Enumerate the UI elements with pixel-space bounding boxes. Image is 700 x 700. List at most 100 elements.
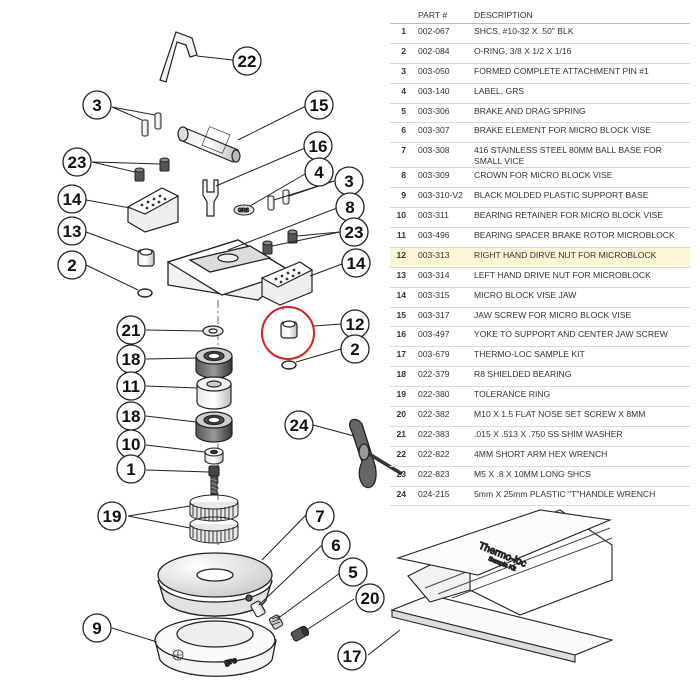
part-1-shcs-screw <box>208 465 220 495</box>
part-14-jaw-left <box>126 187 180 233</box>
base-logo-icon <box>172 649 184 661</box>
svg-text:22: 22 <box>238 52 257 71</box>
item-number: 9 <box>390 187 416 209</box>
callout-7: 7 <box>305 501 335 531</box>
part-number: 003-306 <box>416 103 472 124</box>
part-description: BEARING RETAINER FOR MICRO BLOCK VISE <box>472 207 690 229</box>
part-description: JAW SCREW FOR MICRO BLOCK VISE <box>472 307 690 328</box>
svg-text:18: 18 <box>122 407 141 426</box>
callout-18-bottom: 18 <box>116 401 146 431</box>
callout-13: 13 <box>57 216 87 246</box>
part-4-label: GRS <box>233 204 255 216</box>
part-description: O-RING, 3/8 X 1/2 X 1/16 <box>472 43 690 64</box>
callout-22: 22 <box>232 46 262 76</box>
callout-14-left: 14 <box>57 184 87 214</box>
callout-3-top: 3 <box>82 90 112 120</box>
svg-text:14: 14 <box>347 254 366 273</box>
item-number: 13 <box>390 267 416 288</box>
svg-text:10: 10 <box>122 435 141 454</box>
part-3-pins-right <box>267 189 290 211</box>
part-15-jaw-screw <box>177 126 241 163</box>
svg-text:23: 23 <box>345 223 364 242</box>
callout-4: 4 <box>304 157 334 187</box>
part-17-thermoloc-kit: Thermo-loc Sample Kit <box>390 509 614 663</box>
part-23-screws-left <box>134 157 170 182</box>
item-number: 4 <box>390 83 416 104</box>
item-number: 22 <box>390 446 416 467</box>
part-number: 022-382 <box>416 406 472 427</box>
header-description: DESCRIPTION <box>472 8 690 24</box>
part-description: CROWN FOR MICRO BLOCK VISE <box>472 167 690 189</box>
part-16-yoke <box>202 179 219 217</box>
part-description: TOLERANCE RING <box>472 386 690 408</box>
highlight-circle <box>261 306 315 360</box>
svg-text:23: 23 <box>68 153 87 172</box>
svg-text:18: 18 <box>122 350 141 369</box>
callout-23-right: 23 <box>339 217 369 247</box>
part-number: 003-050 <box>416 63 472 84</box>
part-19-tolerance-rings <box>189 494 239 544</box>
svg-text:9: 9 <box>92 619 101 638</box>
part-14-jaw-right <box>260 261 314 306</box>
item-number: 3 <box>390 63 416 84</box>
part-number: 003-311 <box>416 207 472 229</box>
part-22-hex-wrench <box>159 31 198 83</box>
item-number: 11 <box>390 227 416 248</box>
item-number: 12 <box>390 247 416 268</box>
svg-text:20: 20 <box>361 589 380 608</box>
svg-text:GRS: GRS <box>238 208 250 214</box>
item-number: 18 <box>390 366 416 388</box>
part-number: 024-215 <box>416 486 472 507</box>
svg-text:19: 19 <box>103 507 122 526</box>
svg-text:3: 3 <box>344 172 353 191</box>
part-description: LABEL, GRS <box>472 83 690 104</box>
part-number: 003-497 <box>416 326 472 348</box>
item-number: 5 <box>390 103 416 124</box>
part-number: 002-084 <box>416 43 472 64</box>
callout-3-right: 3 <box>334 166 364 196</box>
header-item <box>390 8 416 24</box>
callout-11: 11 <box>116 371 146 401</box>
item-number: 17 <box>390 346 416 368</box>
part-number: 003-307 <box>416 122 472 144</box>
svg-text:7: 7 <box>315 507 324 526</box>
item-number: 2 <box>390 43 416 64</box>
part-description: 5mm X 25mm PLASTIC "T"HANDLE WRENCH <box>472 486 690 507</box>
callout-9: 9 <box>82 613 112 643</box>
part-number: 003-679 <box>416 346 472 368</box>
part-21-shim-washer <box>202 325 224 337</box>
item-number: 8 <box>390 167 416 189</box>
base-brand-text: grs <box>224 655 239 667</box>
part-description: M5 X .8 X 10MM LONG SHCS <box>472 466 690 487</box>
part-number: 002-067 <box>416 23 472 44</box>
item-number: 6 <box>390 122 416 144</box>
part-number: 022-822 <box>416 446 472 467</box>
part-number: 022-379 <box>416 366 472 388</box>
part-number: 003-140 <box>416 83 472 104</box>
svg-text:4: 4 <box>314 163 324 182</box>
part-10-bearing-retainer <box>204 447 224 465</box>
callout-12: 12 <box>340 309 370 339</box>
part-description: LEFT HAND DRIVE NUT FOR MICROBLOCK <box>472 267 690 288</box>
part-9-support-base: grs <box>154 617 277 677</box>
header-part-number: PART # <box>416 8 472 24</box>
callout-2-left: 2 <box>57 250 87 280</box>
part-number: 003-496 <box>416 227 472 248</box>
svg-text:15: 15 <box>310 96 329 115</box>
part-description: 416 STAINLESS STEEL 80MM BALL BASE FOR S… <box>472 142 690 169</box>
